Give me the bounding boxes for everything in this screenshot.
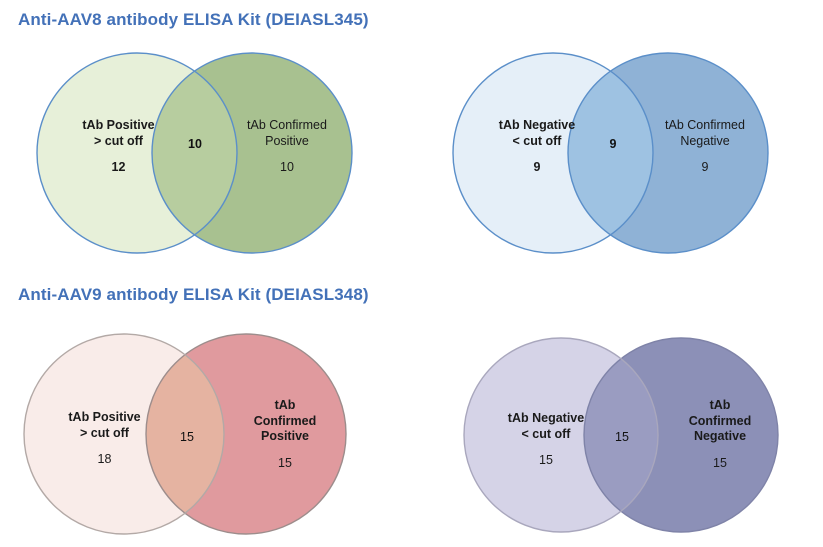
venn-overlap-region: [568, 53, 653, 253]
venn-aav9-negative: tAb Negative < cut off 15 15 tAb Confirm…: [455, 332, 823, 544]
venn-right-label-line2: Negative: [680, 133, 730, 148]
venn-left-outline: [23, 333, 225, 535]
venn-overlap-region: [584, 338, 658, 532]
venn-right-label-line2: Positive: [265, 133, 309, 148]
venn-right-label: tAb Confirmed Negative 15: [645, 398, 795, 472]
venn-right-label: tAb Confirmed Positive 10: [212, 118, 362, 176]
venn-left-label-line2: > cut off: [80, 425, 129, 440]
venn-right-count: 10: [280, 160, 294, 175]
venn-right-outline: [583, 337, 779, 533]
venn-left-count: 15: [539, 453, 553, 468]
venn-right-label-line2: Confirmed: [253, 413, 317, 428]
venn-overlap-region: [152, 53, 237, 253]
venn-overlap-count: 15: [615, 430, 629, 444]
venn-right-outline: [151, 52, 353, 254]
venn-right-label-line1: tAb Confirmed: [665, 118, 745, 132]
venn-aav9-negative-svg: [463, 337, 779, 533]
venn-overlap-region: [146, 334, 224, 534]
venn-aav8-negative-svg: [452, 52, 769, 254]
venn-overlap-count: 15: [180, 430, 194, 444]
venn-right-label: tAb Confirmed Positive 15: [210, 398, 360, 472]
venn-right-outline: [145, 333, 347, 535]
venn-left-label-line1: tAb Negative: [507, 411, 585, 425]
venn-right-count: 9: [701, 160, 709, 175]
venn-aav8-negative: tAb Negative < cut off 9 9 tAb Confirmed…: [440, 48, 820, 258]
venn-aav8-positive-svg: [36, 52, 353, 254]
venn-left-outline: [452, 52, 654, 254]
venn-overlap-count: 10: [188, 137, 202, 151]
venn-right-label: tAb Confirmed Negative 9: [630, 118, 780, 176]
page-title-aav9: Anti-AAV9 antibody ELISA Kit (DEIASL348): [18, 285, 369, 304]
venn-left-label-line2: < cut off: [521, 426, 571, 441]
venn-left-count: 9: [533, 160, 541, 175]
venn-right-count: 15: [713, 455, 727, 470]
venn-right-label-line2: Confirmed: [688, 413, 752, 428]
page-title-aav8: Anti-AAV8 antibody ELISA Kit (DEIASL345): [18, 10, 369, 29]
venn-left-outline: [463, 337, 659, 533]
venn-left-label: tAb Positive > cut off 18: [32, 410, 177, 468]
venn-left-label: tAb Positive > cut off 12: [46, 118, 191, 176]
venn-right-label-line1: tAb Confirmed: [247, 118, 327, 132]
venn-right-outline: [567, 52, 769, 254]
venn-left-label-line1: tAb Positive: [82, 118, 155, 132]
venn-right-label-line1: tAb: [709, 398, 731, 412]
venn-aav9-positive-svg: [23, 333, 347, 535]
venn-left-count: 18: [97, 452, 112, 467]
venn-aav9-positive: tAb Positive > cut off 18 15 tAb Confirm…: [14, 330, 394, 544]
venn-left-label-line2: < cut off: [512, 133, 562, 148]
venn-left-outline: [36, 52, 238, 254]
venn-right-label-line3: Negative: [693, 429, 747, 444]
venn-right-label-line3: Positive: [261, 429, 309, 444]
venn-right-label-line1: tAb: [274, 398, 296, 412]
venn-left-count: 12: [111, 160, 126, 175]
venn-left-label: tAb Negative < cut off 9: [462, 118, 612, 176]
venn-overlap-count: 9: [609, 137, 617, 151]
venn-left-label: tAb Negative < cut off 15: [471, 411, 621, 469]
venn-left-label-line1: tAb Negative: [498, 118, 576, 132]
venn-right-count: 15: [278, 455, 292, 470]
venn-aav8-positive: tAb Positive > cut off 12 10 tAb Confirm…: [24, 48, 404, 258]
venn-left-label-line2: > cut off: [94, 133, 143, 148]
venn-left-label-line1: tAb Positive: [68, 410, 141, 424]
